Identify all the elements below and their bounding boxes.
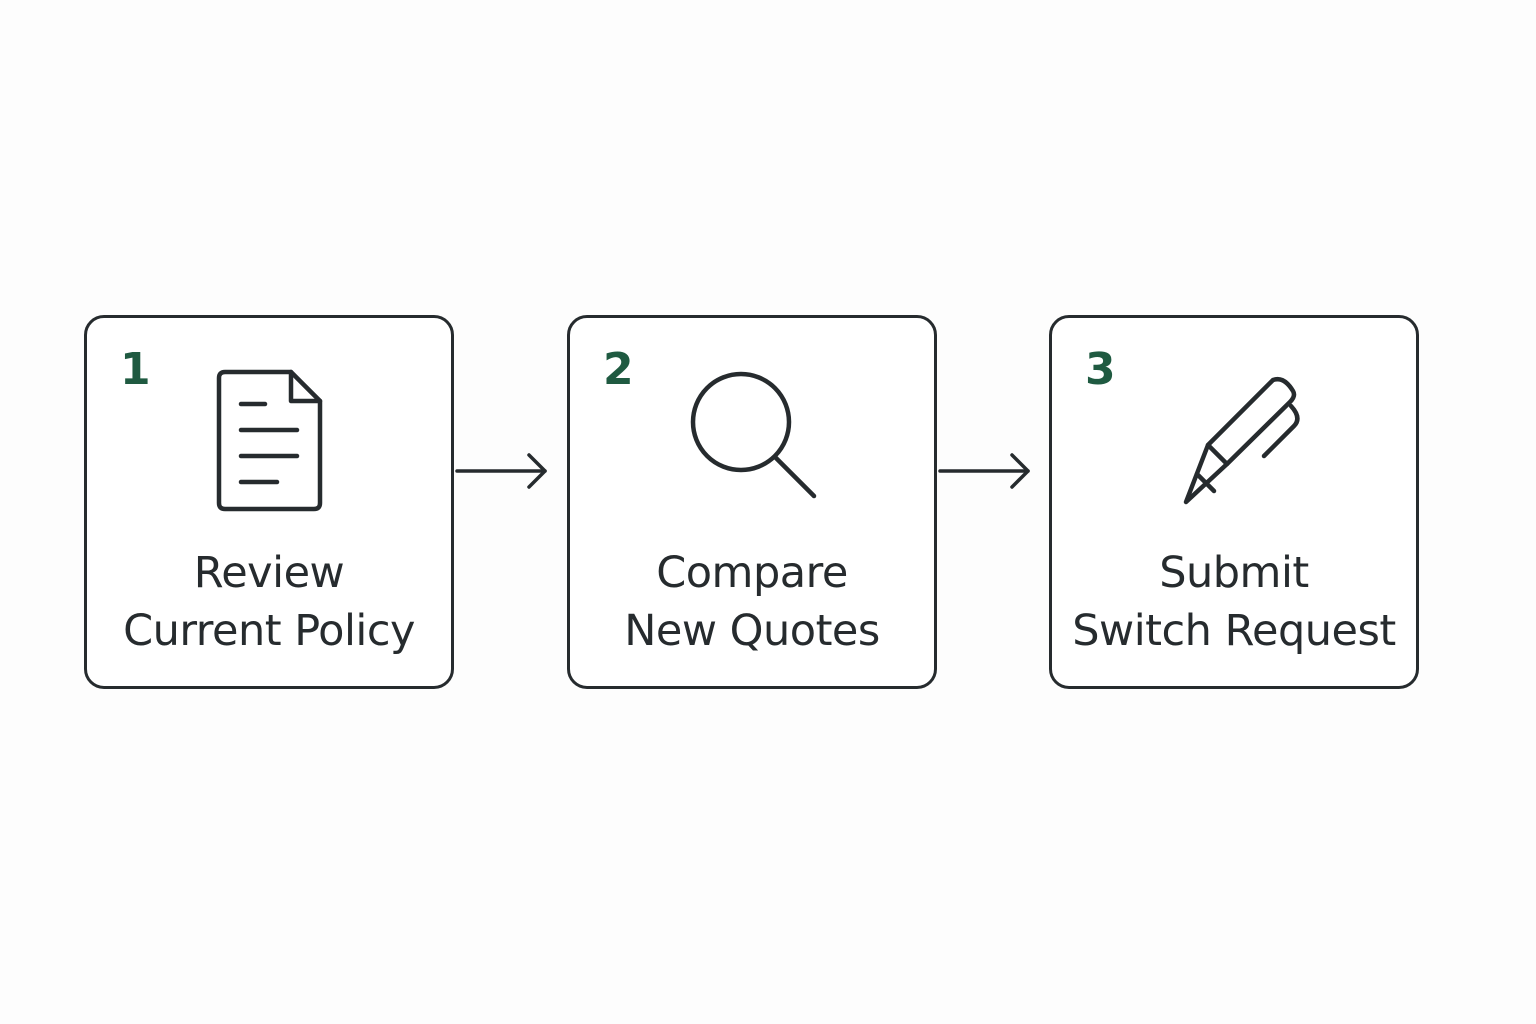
step-label-line-1: Review xyxy=(193,548,345,598)
step-number: 1 xyxy=(120,344,151,395)
step-label-line-2: Current Policy xyxy=(123,606,415,656)
magnifier-icon xyxy=(680,366,830,516)
step-label: Submit Switch Request xyxy=(1052,544,1416,660)
step-card-submit-request: 3 Submit Switch Request xyxy=(1049,315,1419,689)
document-icon xyxy=(197,366,347,516)
step-label: Compare New Quotes xyxy=(570,544,934,660)
right-arrow-icon xyxy=(455,450,550,494)
step-label-line-2: New Quotes xyxy=(624,606,880,656)
step-number: 2 xyxy=(603,344,634,395)
step-card-review-policy: 1 Review Current Policy xyxy=(84,315,454,689)
step-card-compare-quotes: 2 Compare New Quotes xyxy=(567,315,937,689)
step-label-line-1: Submit xyxy=(1159,548,1309,598)
step-number: 3 xyxy=(1085,344,1116,395)
right-arrow-icon xyxy=(938,450,1033,494)
step-label-line-2: Switch Request xyxy=(1072,606,1396,656)
step-label-line-1: Compare xyxy=(656,548,848,598)
step-label: Review Current Policy xyxy=(87,544,451,660)
pen-icon xyxy=(1162,366,1312,516)
